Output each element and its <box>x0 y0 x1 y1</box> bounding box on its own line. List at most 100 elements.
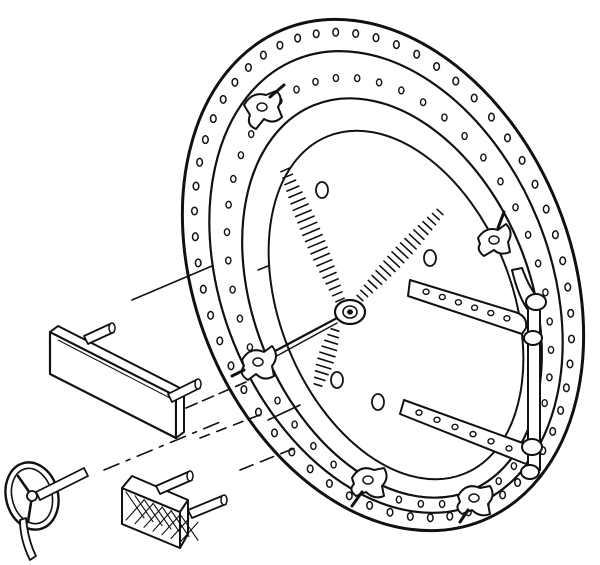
hatch-stroke <box>404 237 417 250</box>
arm-hole <box>415 409 423 416</box>
hatch-stroke <box>319 351 336 358</box>
hatch-stroke <box>331 290 343 297</box>
clamp-dogs <box>230 83 512 524</box>
bolt-hole <box>499 490 507 500</box>
bolt-hole <box>375 78 383 87</box>
mesh-line <box>161 506 181 534</box>
bolt-hole <box>419 98 427 107</box>
hatch-stroke <box>436 208 444 216</box>
hatch-stroke <box>317 357 334 364</box>
mesh-line <box>125 491 145 519</box>
hatch-stroke <box>313 376 326 382</box>
hatch-stroke <box>304 233 323 243</box>
arm-hole <box>454 298 463 306</box>
bolt-hole <box>406 511 414 522</box>
bolt-hole <box>237 151 245 160</box>
hatch-stroke <box>399 242 413 255</box>
hatch-stroke <box>408 233 421 245</box>
arm-hole <box>422 288 430 296</box>
hatch-stroke <box>426 216 437 226</box>
hatch-stroke <box>379 264 392 277</box>
mesh-line <box>134 495 154 523</box>
arm-hole <box>438 293 446 301</box>
bolt-hole <box>227 361 235 371</box>
bolt-hole <box>225 200 232 209</box>
mesh-line <box>161 514 181 536</box>
arm-hole <box>503 314 511 322</box>
hatch-stroke <box>302 227 321 237</box>
bolt-hole <box>386 507 394 517</box>
bolt-hole <box>229 174 237 184</box>
bolt-hole <box>223 228 231 237</box>
bolt-hole <box>413 49 421 59</box>
bolt-hole <box>441 113 448 122</box>
hatch-stroke <box>417 224 429 236</box>
outer-bolt-holes <box>190 27 576 523</box>
arm-hole <box>487 437 495 445</box>
hatch-stroke <box>310 246 328 255</box>
bolt-hole <box>199 284 207 294</box>
mesh-line <box>143 498 163 526</box>
handwheel <box>4 461 89 561</box>
bolt-hole <box>244 62 252 73</box>
hatch-stroke <box>322 271 337 279</box>
bolt-hole <box>352 28 360 39</box>
bolt-hole <box>461 131 468 141</box>
arm-hole <box>487 309 495 317</box>
bolt-hole <box>224 256 232 265</box>
bolt-hole <box>229 285 236 294</box>
hatch-stroke <box>387 255 401 269</box>
bolt-hole <box>219 94 227 104</box>
bolt-hole <box>395 495 403 504</box>
bolt-hole <box>531 179 539 189</box>
bolt-hole <box>294 33 302 43</box>
bolt-hole <box>247 130 255 139</box>
bolt-hole <box>196 157 204 167</box>
bolt-hole <box>274 396 281 405</box>
bolt-hole <box>541 399 549 408</box>
bolt-hole <box>209 114 217 124</box>
bolt-hole <box>546 373 553 382</box>
hatch-stroke <box>316 258 333 267</box>
bolt-hole <box>559 256 567 266</box>
hatch-stroke <box>327 333 340 339</box>
bolt-hole <box>310 441 317 451</box>
hatch-stroke <box>356 294 364 302</box>
bolt-hole <box>470 93 478 103</box>
bolt-hole <box>236 314 244 323</box>
hatch-stroke <box>288 191 303 199</box>
hatch-stroke <box>330 327 340 333</box>
bolt-hole <box>192 181 200 191</box>
bolt-hole <box>518 155 526 165</box>
bolt-hole <box>497 177 504 186</box>
bolt-hole <box>306 464 314 474</box>
bolt-hole <box>564 282 572 292</box>
hatch-stroke <box>313 252 331 261</box>
mesh-grille-block <box>121 470 228 549</box>
bolt-hole <box>270 428 279 438</box>
mesh-line <box>170 509 190 538</box>
bolt-hole <box>291 420 298 429</box>
hatch-stroke <box>313 382 323 388</box>
hatch-stroke <box>422 220 433 231</box>
mesh-line <box>179 513 199 541</box>
hatch-stroke <box>292 203 309 212</box>
bolt-hole <box>566 359 574 369</box>
bolt-hole <box>190 206 199 216</box>
hatch-stroke <box>363 284 374 294</box>
bolt-hole <box>312 29 320 39</box>
hatch-stroke <box>321 345 338 352</box>
hatch-stroke <box>431 212 441 221</box>
bolt-hole <box>231 77 239 87</box>
mesh-line <box>152 502 172 530</box>
bolt-hole <box>524 230 532 239</box>
mesh-line <box>125 499 145 521</box>
hinge-arms <box>399 267 547 480</box>
leader-lines <box>103 265 301 471</box>
bolt-hole <box>557 405 565 415</box>
bolt-hole <box>246 343 254 352</box>
bolt-hole <box>330 460 337 469</box>
hatch-stroke <box>325 278 339 285</box>
